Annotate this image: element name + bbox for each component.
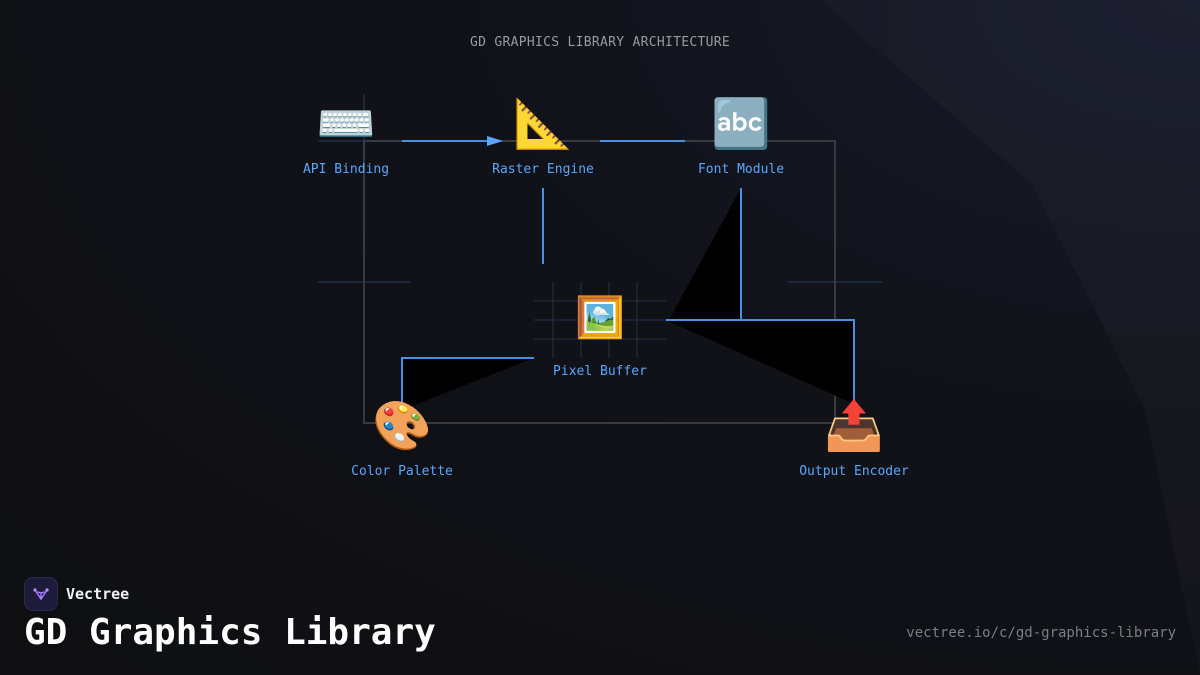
connector-wedge-font [669,188,741,320]
outbox-tray-icon: 📤 [824,398,884,454]
connector-wedge-encoder [666,320,854,404]
brand[interactable]: Vectree [24,577,129,611]
node-label-output-encoder: Output Encoder [799,464,909,479]
arrowhead-api-raster [487,136,503,146]
framed-picture-icon: 🖼️ [575,295,625,341]
brand-name: Vectree [66,585,130,603]
node-output-encoder[interactable]: 📤 Output Encoder [799,398,909,479]
vectree-logo-icon [24,577,58,611]
page-url[interactable]: vectree.io/c/gd-graphics-library [906,625,1176,641]
node-api-binding[interactable]: ⌨️ API Binding [303,96,389,177]
node-label-color-palette: Color Palette [351,464,453,479]
triangular-ruler-icon: 📐 [513,96,573,152]
node-label-api-binding: API Binding [302,162,390,177]
node-font-module[interactable]: 🔤 Font Module [698,96,784,177]
node-color-palette[interactable]: 🎨 Color Palette [351,398,453,479]
keyboard-icon: ⌨️ [316,96,376,152]
artist-palette-icon: 🎨 [372,398,432,454]
connector-buffer-palette [401,357,534,404]
connector-wedge-palette [402,358,534,410]
node-label-font-module: Font Module [697,162,785,177]
pixel-grid [534,282,666,358]
diagram-title: GD GRAPHICS LIBRARY ARCHITECTURE [469,35,731,50]
node-pixel-buffer[interactable]: 🖼️ Pixel Buffer [553,290,647,379]
abc-icon: 🔤 [711,96,771,152]
node-raster-engine[interactable]: 📐 Raster Engine [492,96,594,177]
connector-buffer-encoder [741,319,855,404]
page-title: GD Graphics Library [24,612,436,653]
node-label-raster-engine: Raster Engine [492,162,594,177]
node-label-pixel-buffer: Pixel Buffer [553,364,647,379]
